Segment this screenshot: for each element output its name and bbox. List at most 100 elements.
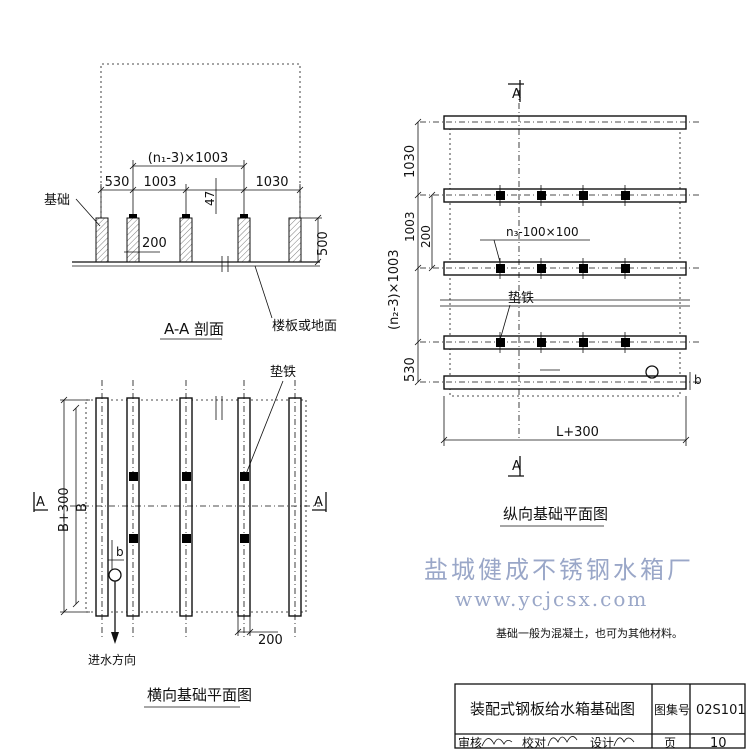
dim-l300-ticks bbox=[440, 396, 690, 446]
watermark-company: 盐城健成不锈钢水箱厂 bbox=[424, 556, 694, 584]
foundation-beam-horizontal bbox=[443, 375, 687, 390]
foundation-block bbox=[237, 217, 251, 263]
longitudinal-title: 纵向基础平面图 bbox=[503, 505, 608, 523]
dim-b: B bbox=[75, 503, 90, 512]
foundation-block bbox=[95, 217, 109, 263]
tank-outline-longitudinal bbox=[449, 121, 681, 397]
dim-500-ext bbox=[301, 214, 322, 266]
foundation-block bbox=[288, 217, 302, 263]
pad-iron bbox=[579, 191, 588, 200]
foundation-block bbox=[126, 217, 140, 263]
pad-spec: n₃-100×100 bbox=[506, 225, 579, 239]
leader-foundation bbox=[75, 198, 101, 227]
section-mark-a-bottom-line bbox=[508, 456, 524, 477]
pad-iron bbox=[621, 264, 630, 273]
dim-ticks-left bbox=[60, 396, 90, 616]
review-label: 审核 bbox=[458, 735, 482, 750]
label-floor: 楼板或地面 bbox=[272, 319, 337, 334]
section-mark-a-top: A bbox=[512, 87, 521, 102]
inlet-arrow-head-icon bbox=[111, 632, 119, 644]
break-mark bbox=[215, 396, 223, 420]
break-mark-longitudinal bbox=[440, 299, 690, 307]
foundation-beam-horizontal bbox=[443, 335, 687, 350]
transverse-plan: 垫铁 B+300 B b 进水方向 200 A A 横向基础平面图 bbox=[33, 364, 327, 708]
page-number: 10 bbox=[710, 736, 727, 750]
dim-1030: 1030 bbox=[403, 145, 418, 178]
inlet-pipe-icon bbox=[108, 568, 122, 582]
dim-b300: B+300 bbox=[57, 487, 72, 532]
atlas-label: 图集号 bbox=[654, 702, 690, 717]
section-title: A-A 剖面 bbox=[164, 320, 224, 338]
dim-n2: (n₂-3)×1003 bbox=[387, 249, 402, 330]
dim-b-small-line bbox=[108, 540, 124, 570]
transverse-title: 横向基础平面图 bbox=[147, 686, 252, 704]
design-label: 设计 bbox=[590, 736, 614, 750]
section-mark-a-bottom: A bbox=[512, 459, 521, 474]
title-block-frame bbox=[454, 683, 746, 749]
dim-1003: 1003 bbox=[403, 211, 417, 242]
pad-iron bbox=[496, 338, 505, 347]
pad-iron bbox=[579, 338, 588, 347]
dim-200: 200 bbox=[142, 236, 167, 251]
pad-iron bbox=[537, 338, 546, 347]
foundation-beam-horizontal bbox=[443, 188, 687, 203]
pad-iron bbox=[496, 191, 505, 200]
design-signature bbox=[613, 737, 635, 747]
leader-pad-longitudinal bbox=[499, 304, 511, 341]
general-note: 基础一般为混凝土，也可为其他材料。 bbox=[496, 626, 683, 640]
section-mark-a-right-line bbox=[312, 492, 327, 512]
inlet-pipe-icon bbox=[645, 365, 659, 379]
pad-iron bbox=[537, 264, 546, 273]
centerlines-longitudinal bbox=[420, 90, 700, 440]
drawing-title: 装配式钢板给水箱基础图 bbox=[470, 700, 635, 718]
dim-500: 500 bbox=[316, 231, 331, 256]
dim-200-bottom: 200 bbox=[258, 633, 283, 648]
pad-iron bbox=[496, 264, 505, 273]
label-pad-longitudinal: 垫铁 bbox=[508, 290, 534, 306]
pad-iron bbox=[182, 472, 191, 481]
dim-ticks bbox=[97, 162, 304, 194]
dim-47: 47 bbox=[203, 191, 217, 206]
leader-pad bbox=[245, 380, 284, 475]
dim-1030: 1030 bbox=[255, 175, 288, 190]
foundation-beam-horizontal bbox=[443, 261, 687, 276]
label-foundation: 基础 bbox=[44, 193, 70, 208]
leader-pad-spec bbox=[493, 239, 501, 263]
pad-iron bbox=[621, 191, 630, 200]
dim-extension-lines bbox=[100, 160, 301, 218]
dim-b-small-right: b bbox=[694, 373, 702, 387]
section-mark-a-top-line bbox=[508, 80, 524, 102]
dim-200: 200 bbox=[419, 225, 433, 248]
pad-iron bbox=[621, 338, 630, 347]
atlas-number: 02S101 bbox=[696, 703, 746, 718]
section-mark-a-right: A bbox=[314, 495, 323, 510]
dim-200-bottom-ticks bbox=[234, 612, 254, 636]
dim-l300: L+300 bbox=[556, 425, 599, 440]
section-view: (n₁-3)×1003 530 1003 1030 47 200 500 基础 … bbox=[44, 63, 337, 340]
pad-iron bbox=[182, 214, 190, 218]
pad-iron bbox=[129, 534, 138, 543]
pad-iron bbox=[182, 534, 191, 543]
section-mark-a-left-line bbox=[33, 492, 48, 512]
pad-iron bbox=[240, 214, 248, 218]
longitudinal-plan: n₃-100×100 垫铁 1030 1003 200 (n₂-3)×1003 … bbox=[387, 80, 702, 527]
foundation-block bbox=[179, 217, 193, 263]
title-block: 装配式钢板给水箱基础图 图集号 02S101 审核 校对 设计 页 10 bbox=[454, 683, 746, 751]
leader-floor bbox=[254, 265, 273, 319]
pad-iron bbox=[579, 264, 588, 273]
label-pad: 垫铁 bbox=[270, 364, 296, 380]
tank-outline bbox=[100, 63, 301, 218]
dim-b-small: b bbox=[116, 545, 124, 559]
watermark-url: www.ycjcsx.com bbox=[455, 587, 648, 611]
pad-iron bbox=[240, 472, 249, 481]
pad-iron bbox=[129, 214, 137, 218]
dim-1003: 1003 bbox=[143, 175, 176, 190]
pad-iron bbox=[129, 472, 138, 481]
dim-530: 530 bbox=[403, 357, 418, 382]
centerlines bbox=[70, 380, 320, 640]
pad-row bbox=[496, 191, 630, 347]
floor-break-mark bbox=[221, 256, 229, 272]
section-mark-a-left: A bbox=[36, 495, 45, 510]
label-inlet: 进水方向 bbox=[88, 652, 136, 667]
